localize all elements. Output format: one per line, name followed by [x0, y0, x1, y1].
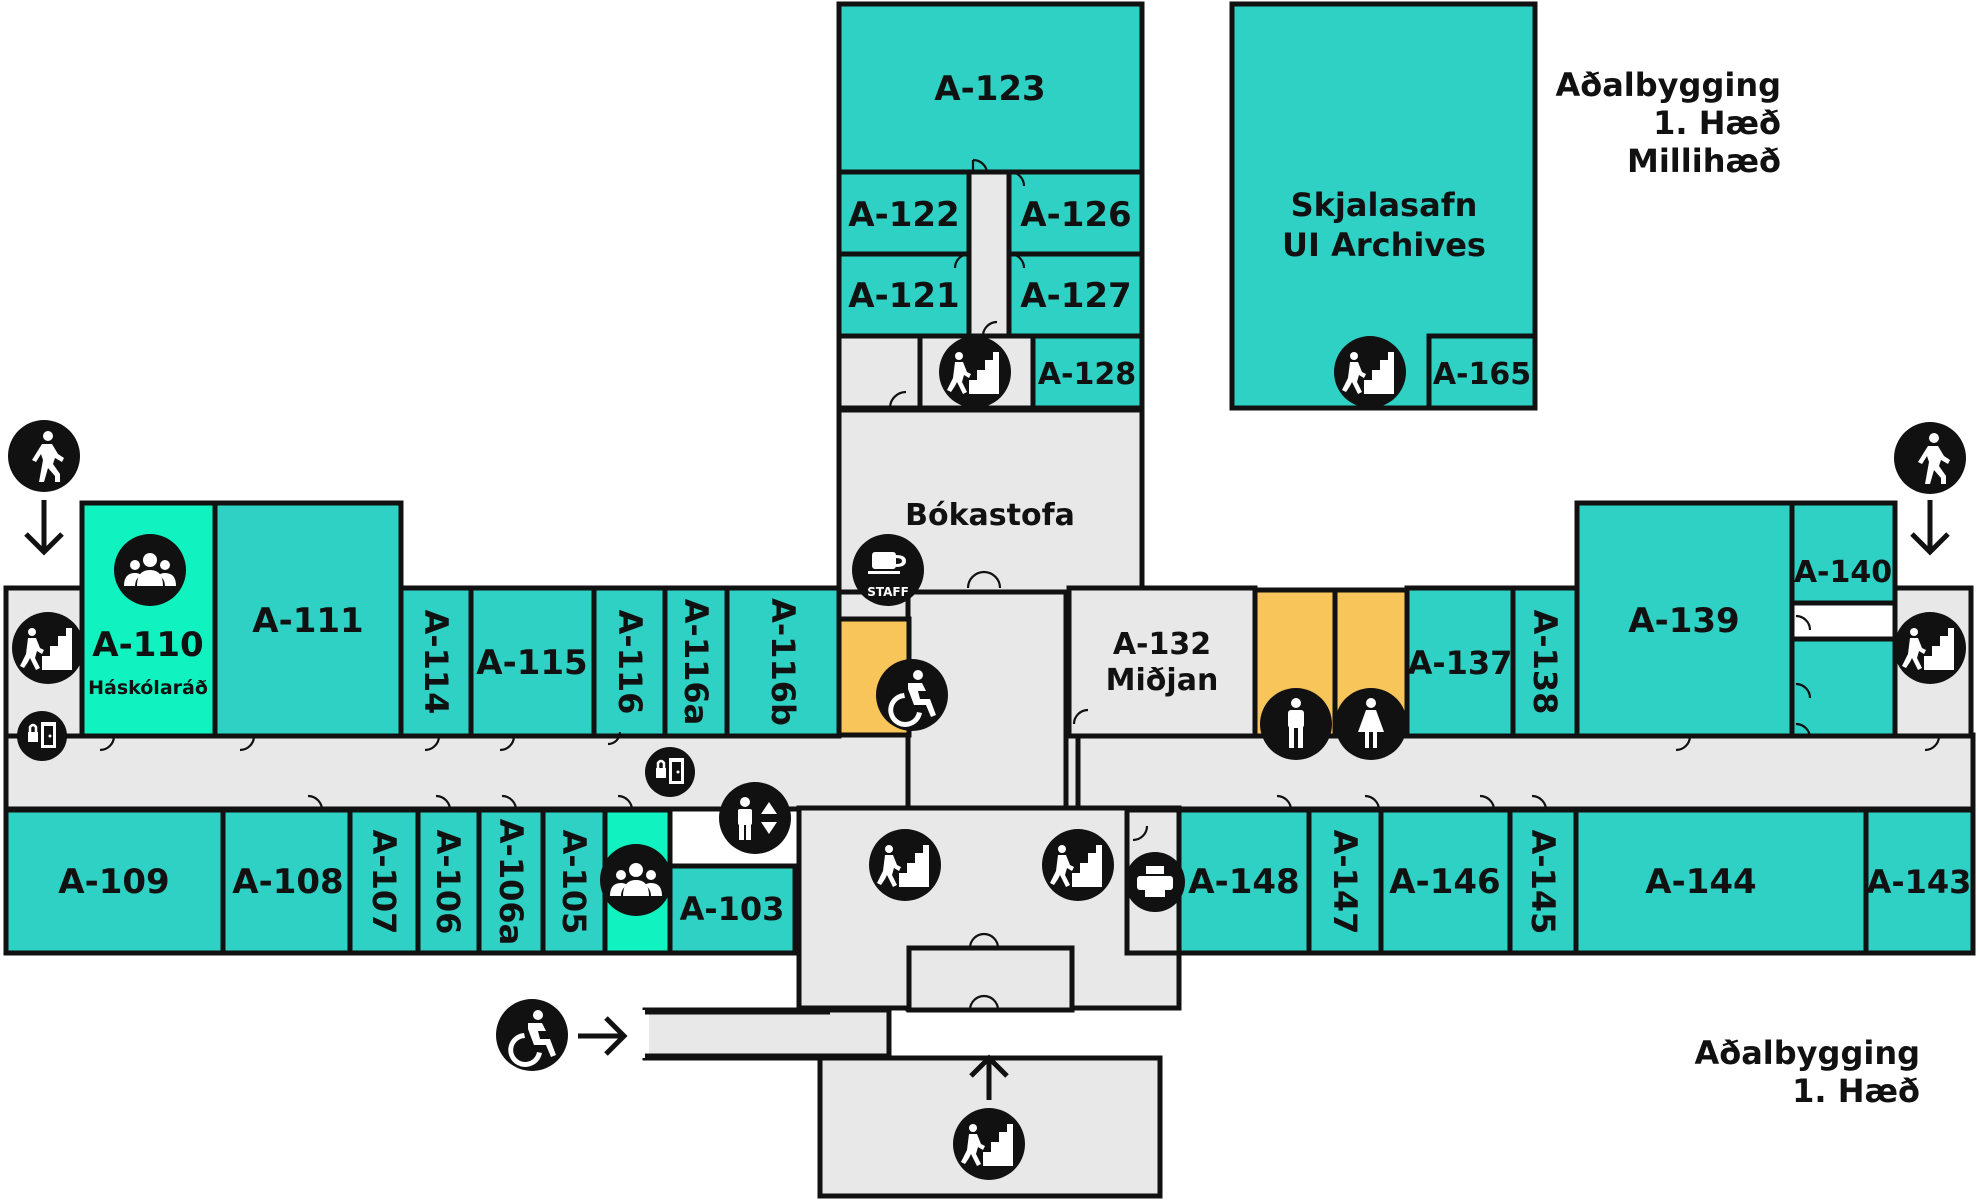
room-label-a148: A-148 [1188, 862, 1299, 902]
room-label-a147: A-147 [1326, 830, 1364, 935]
title-lower-line2: 1. Hæð [1792, 1072, 1920, 1110]
room-label-a127: A-127 [1020, 276, 1131, 316]
room-label-a108: A-108 [232, 862, 343, 902]
stairs-icon [1042, 829, 1114, 901]
archives-label-line1: Skjalasafn [1291, 186, 1478, 224]
room-label-a114: A-114 [417, 610, 455, 715]
room-label-a143: A-143 [1867, 863, 1972, 901]
room-label-a111: A-111 [252, 601, 363, 641]
room-label-a121: A-121 [848, 276, 959, 316]
room-label-a116a: A-116a [677, 599, 715, 725]
printer-icon [1125, 852, 1185, 912]
door-swings [99, 158, 1941, 1011]
room-label-a144: A-144 [1645, 862, 1756, 902]
stairs-icon [12, 612, 84, 684]
arrow-right-icon [578, 1016, 628, 1056]
room-label-a110: A-110 [92, 625, 203, 665]
room-label-a139: A-139 [1628, 601, 1739, 641]
building-title-lower: Aðalbygging 1. Hæð [1694, 1034, 1920, 1110]
stairs-icon [1894, 612, 1966, 684]
room-label-a138: A-138 [1526, 610, 1564, 715]
room-label-a123: A-123 [934, 69, 1045, 109]
room-label-a132: A-132 [1113, 627, 1211, 662]
room-label-a105: A-105 [555, 830, 593, 935]
room-labels: A-123 A-122 A-126 A-121 A-127 A-128 Skja… [58, 69, 1971, 945]
male-restroom-icon [1260, 688, 1332, 760]
room-label-a107: A-107 [365, 830, 403, 935]
room-label-a140: A-140 [1794, 555, 1892, 590]
room-label-a132-sub: Miðjan [1106, 663, 1219, 698]
room-label-a146: A-146 [1389, 862, 1500, 902]
title-upper-line3: Millihæð [1627, 142, 1781, 180]
room-label-a137: A-137 [1408, 644, 1513, 682]
building-title-upper: Aðalbygging 1. Hæð Millihæð [1555, 66, 1781, 180]
stairs-icon [939, 336, 1011, 408]
room-label-a106a: A-106a [492, 819, 530, 945]
title-upper-line2: 1. Hæð [1653, 104, 1781, 142]
room-label-a122: A-122 [848, 195, 959, 235]
stairs-icon [953, 1108, 1025, 1180]
meeting-group-icon [600, 844, 672, 916]
room-label-a128: A-128 [1038, 357, 1136, 392]
room-label-a116b: A-116b [764, 598, 802, 726]
map-icons: STAFF [8, 336, 1966, 1180]
staff-label: STAFF [867, 585, 909, 599]
stairs-icon [1334, 336, 1406, 408]
room-label-a115: A-115 [476, 643, 587, 683]
female-restroom-icon [1335, 688, 1407, 760]
walking-person-icon [1894, 422, 1966, 494]
arrow-up-icon [969, 1054, 1009, 1100]
room-label-bokastofa: Bókastofa [905, 498, 1075, 533]
rooms [3, 1, 1976, 956]
room-label-a126: A-126 [1020, 195, 1131, 235]
title-lower-line1: Aðalbygging [1694, 1034, 1920, 1072]
room-label-a106: A-106 [429, 830, 467, 935]
room-label-a145: A-145 [1524, 830, 1562, 935]
wheelchair-icon [876, 659, 948, 731]
entrance-ramp [641, 1009, 890, 1059]
title-upper-line1: Aðalbygging [1555, 66, 1781, 104]
walking-person-icon [8, 420, 80, 492]
room-label-a103: A-103 [680, 890, 785, 928]
wheelchair-icon [496, 999, 568, 1071]
locker-icon [15, 709, 69, 763]
arrow-down-icon [1910, 500, 1950, 556]
elevator-icon [719, 782, 791, 854]
locker-icon [643, 745, 697, 799]
room-label-a110-sub: Háskólaráð [88, 677, 208, 699]
meeting-group-icon [114, 534, 186, 606]
room-label-a109: A-109 [58, 862, 169, 902]
arrow-down-icon [24, 500, 64, 556]
room-label-a165: A-165 [1433, 357, 1531, 392]
room-label-a116: A-116 [611, 610, 649, 715]
archives-label-line2: UI Archives [1282, 226, 1486, 264]
stairs-icon [869, 829, 941, 901]
